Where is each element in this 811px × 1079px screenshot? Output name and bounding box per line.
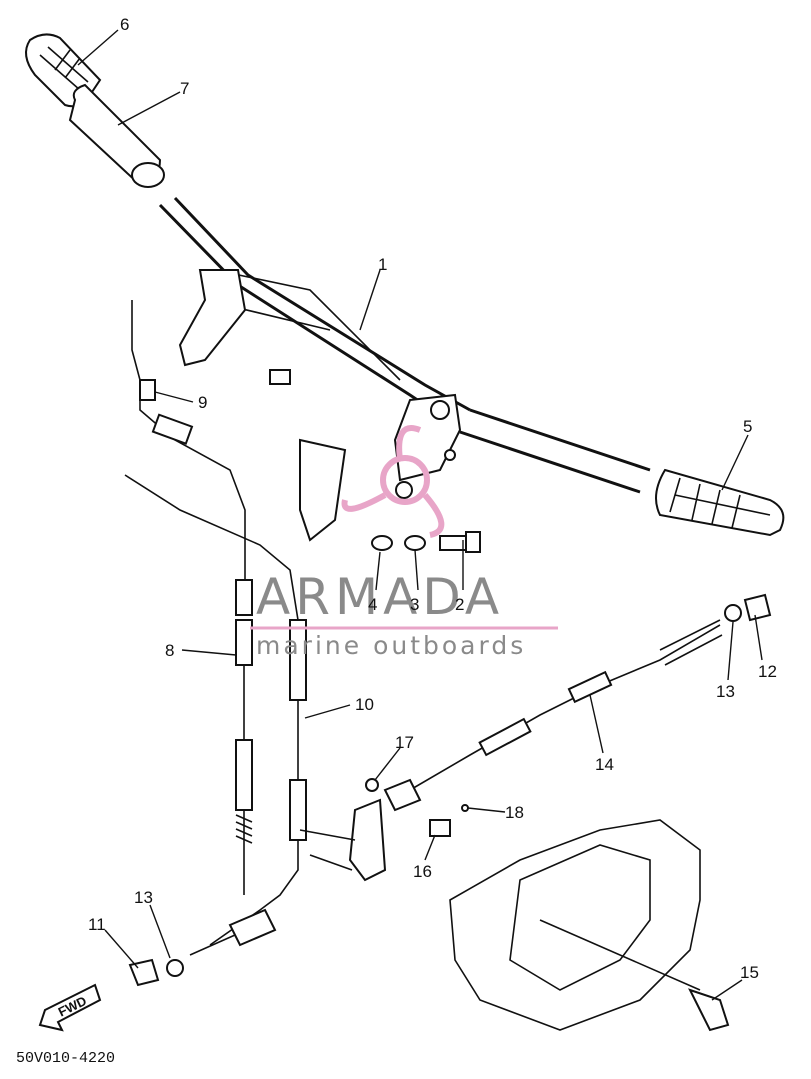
engine-housing [449,819,730,1032]
callout-17: 17 [395,733,414,752]
right-grip [655,468,785,537]
callout-7: 7 [180,79,189,98]
handlebar [158,196,651,542]
clutch-cable [124,474,307,956]
callout-8: 8 [165,641,174,660]
callouts: 6 7 1 2 3 4 5 8 9 10 11 12 13 13 14 15 1… [88,15,777,982]
callout-18: 18 [505,803,524,822]
callout-13-lower: 13 [134,888,153,907]
callout-10: 10 [355,695,374,714]
throttle-grip [68,83,165,188]
fwd-arrow: FWD [38,983,102,1032]
callout-12: 12 [758,662,777,681]
watermark-tagline: marine outboards [256,631,526,660]
callout-2: 2 [455,595,464,614]
callout-15: 15 [740,963,759,982]
watermark-name: ARMADA [256,568,504,626]
callout-5: 5 [743,417,752,436]
callout-16: 16 [413,862,432,881]
leader-lines [77,29,763,1001]
choke-cable [409,619,723,791]
washers-and-bolt [371,531,481,553]
callout-13-upper: 13 [716,682,735,701]
callout-11: 11 [88,915,106,934]
throttle-cable [131,300,253,895]
callout-9: 9 [198,393,207,412]
callout-4: 4 [368,595,377,614]
callout-3: 3 [410,595,419,614]
callout-1: 1 [378,255,387,274]
callout-14: 14 [595,755,614,774]
small-fittings [128,379,772,987]
callout-6: 6 [120,15,129,34]
part-code: 50V010-4220 [16,1050,115,1067]
watermark-propeller-icon [341,425,445,538]
